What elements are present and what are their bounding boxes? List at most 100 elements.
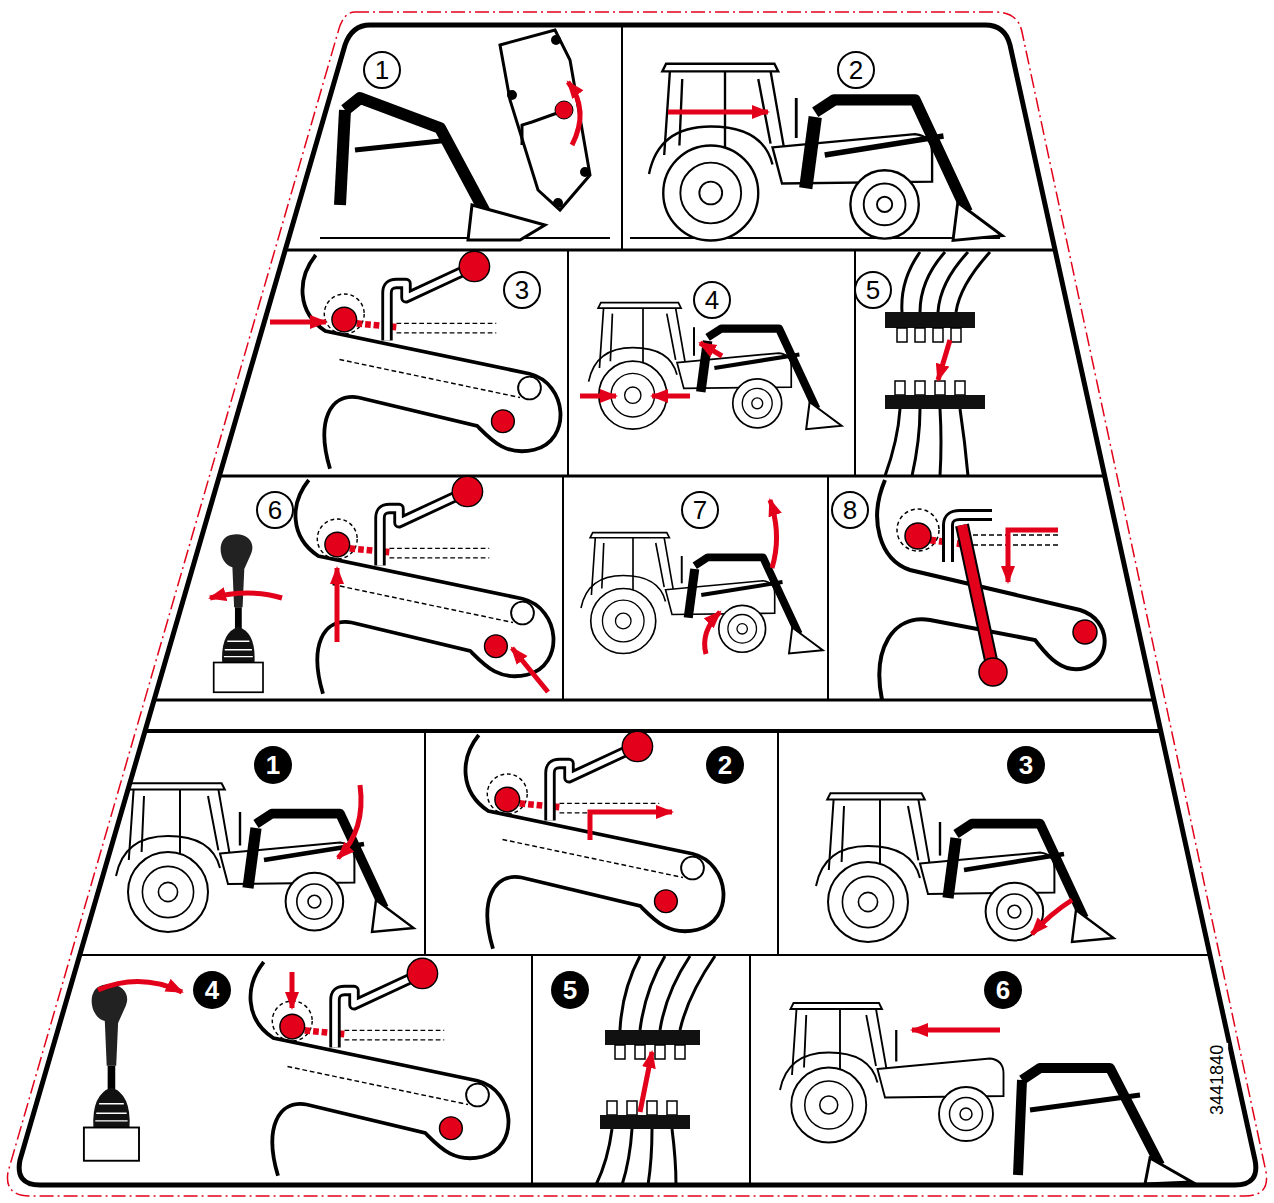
illustration-part — [303, 251, 561, 469]
step-number: 4 — [193, 971, 231, 1009]
illustration-part — [962, 525, 992, 665]
illustration-part — [902, 252, 990, 312]
illustration-part — [0, 475, 1274, 478]
illustration-part — [640, 1052, 652, 1112]
illustration-part — [596, 1129, 676, 1185]
illustration-part — [507, 90, 517, 100]
illustration-part — [466, 731, 724, 949]
illustration-part — [935, 381, 945, 395]
step-number: 3 — [503, 271, 541, 309]
illustration-part — [621, 25, 623, 250]
illustration-part — [296, 476, 554, 694]
illustration-part — [897, 509, 939, 551]
illustration-part — [338, 785, 361, 858]
illustration-part — [590, 812, 672, 840]
illustration-part — [210, 593, 282, 598]
illustration-part — [555, 101, 573, 119]
illustration-part — [652, 394, 690, 399]
illustration-part — [531, 955, 533, 1185]
illustration-part — [620, 956, 715, 1030]
step-number: 7 — [681, 491, 719, 529]
step-number: 4 — [693, 281, 731, 319]
illustration-part — [780, 1003, 1004, 1143]
illustration-part — [270, 320, 326, 325]
illustration-part — [581, 533, 775, 654]
illustration-part — [568, 82, 580, 145]
illustration-part — [0, 25, 1274, 1185]
illustration-part — [0, 699, 1274, 702]
illustration-part — [116, 783, 354, 932]
illustration-part — [615, 1045, 625, 1059]
step-number: 6 — [984, 971, 1022, 1009]
illustration-part — [600, 1115, 690, 1129]
cut-line — [7, 12, 1266, 1196]
illustration-part — [912, 1028, 1000, 1033]
illustration-part — [816, 793, 1054, 942]
step-number: 1 — [363, 51, 401, 89]
illustration-part — [596, 956, 715, 1185]
part-number: 3441840 — [1208, 1043, 1228, 1117]
illustration-part — [962, 525, 992, 665]
illustration-part — [1030, 1095, 1140, 1110]
step-number: 5 — [854, 271, 892, 309]
illustration-part — [630, 237, 1000, 239]
illustration-part — [675, 1045, 685, 1059]
illustration-part — [500, 30, 590, 210]
illustration-part — [948, 824, 1114, 942]
step-number: 2 — [706, 746, 744, 784]
illustration-part — [589, 303, 792, 429]
illustration-part — [1073, 620, 1097, 644]
illustration-part — [290, 972, 295, 1008]
illustration-part — [553, 198, 563, 208]
illustration-part — [607, 1045, 685, 1115]
illustration-part — [522, 112, 560, 145]
illustration-part — [567, 250, 569, 476]
illustration-part — [915, 328, 925, 342]
illustration-part — [705, 612, 720, 654]
illustration-part — [938, 340, 950, 380]
decal-border — [19, 25, 1256, 1185]
illustration-part — [933, 328, 943, 342]
illustration-part — [607, 1101, 617, 1115]
illustration-part — [655, 1045, 665, 1059]
illustration-part — [1032, 900, 1072, 934]
illustration-part — [895, 328, 965, 395]
illustration-part — [951, 328, 961, 342]
illustration-part — [688, 557, 823, 653]
illustration-part — [251, 958, 509, 1176]
illustration-part — [468, 205, 545, 240]
illustration-part — [580, 394, 616, 399]
illustration-part — [749, 955, 751, 1185]
illustration-part — [885, 312, 975, 328]
illustration-part — [649, 64, 932, 241]
illustration-part — [98, 981, 182, 992]
illustration-part — [806, 100, 1003, 241]
step-number: 5 — [551, 971, 589, 1009]
step-number: 3 — [1007, 746, 1045, 784]
illustration-part — [897, 328, 907, 342]
illustration-part — [551, 35, 561, 45]
illustration-part — [955, 381, 965, 395]
illustration-part — [885, 409, 968, 476]
illustration-part — [877, 480, 1104, 700]
illustration-part — [915, 381, 925, 395]
illustration-part — [627, 1101, 637, 1115]
illustration-part — [1145, 1158, 1192, 1184]
illustration-part — [701, 329, 842, 430]
illustration-part — [965, 544, 1060, 546]
illustration-part — [895, 381, 905, 395]
illustration-part — [512, 648, 548, 692]
illustration-part — [965, 534, 1060, 536]
illustration-part — [667, 1101, 677, 1115]
step-number: 2 — [837, 51, 875, 89]
illustration-part — [777, 731, 779, 955]
illustration-part — [885, 395, 985, 409]
illustration-part — [248, 814, 414, 932]
illustration-part — [635, 1045, 645, 1059]
illustration-part — [979, 658, 1007, 686]
illustration-part — [1022, 1068, 1160, 1165]
illustration-part — [84, 984, 139, 1160]
